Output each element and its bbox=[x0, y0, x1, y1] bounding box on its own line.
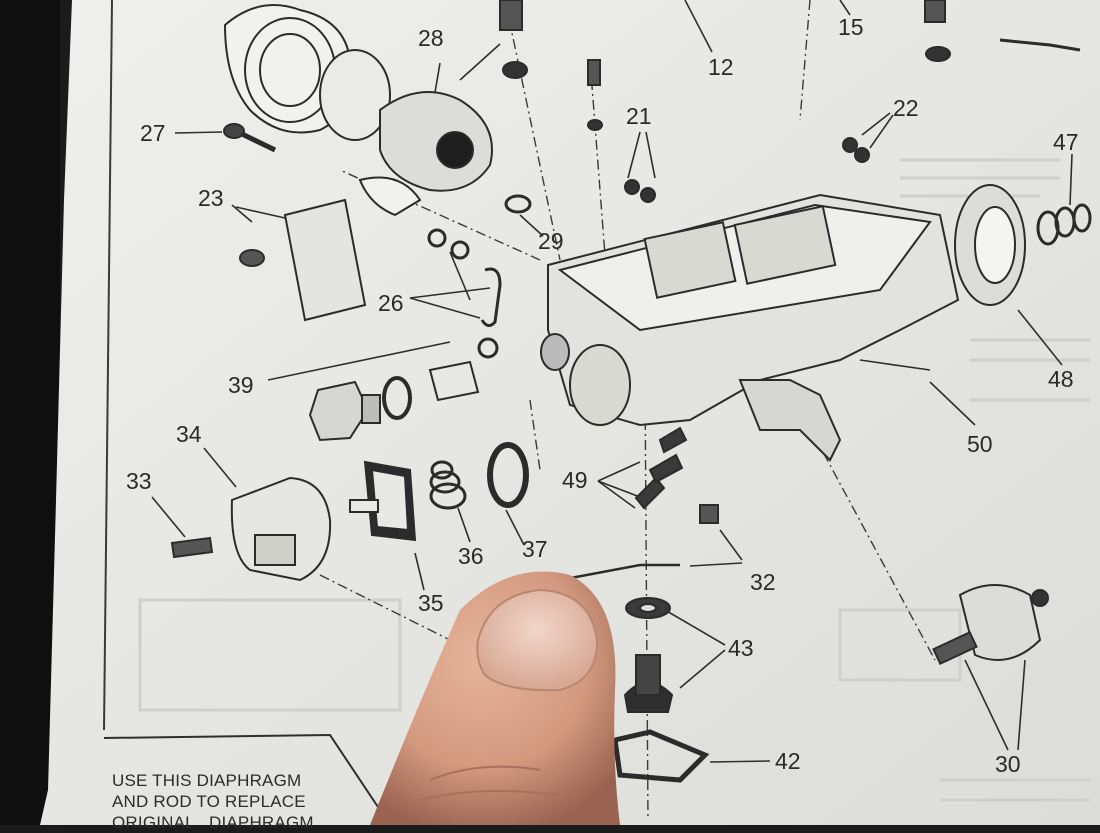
callout-22: 22 bbox=[893, 95, 919, 121]
gasket-plate-part bbox=[283, 198, 367, 322]
callout-39: 39 bbox=[228, 372, 254, 398]
fitting-39-part bbox=[308, 360, 480, 442]
callout-42: 42 bbox=[775, 748, 801, 774]
callout-48: 48 bbox=[1048, 366, 1074, 392]
callout-37: 37 bbox=[522, 536, 548, 562]
note-line: ORIGINAL DIAPHRAGM bbox=[112, 813, 314, 832]
device-edge bbox=[0, 0, 60, 825]
callout-29: 29 bbox=[538, 228, 564, 254]
callout-23: 23 bbox=[198, 185, 224, 211]
leader-lines bbox=[151, 0, 1073, 763]
callout-28: 28 bbox=[418, 25, 444, 51]
note-box-outline bbox=[103, 733, 391, 825]
pointing-finger bbox=[370, 571, 620, 825]
callout-33: 33 bbox=[126, 468, 152, 494]
callout-30: 30 bbox=[995, 751, 1021, 777]
ring-37-part bbox=[487, 442, 529, 508]
pump-30-part bbox=[932, 584, 1049, 666]
callout-12: 12 bbox=[708, 54, 734, 80]
block-32-part bbox=[699, 504, 719, 524]
clip-26-part bbox=[427, 228, 447, 248]
pump-cover-34-part bbox=[230, 476, 332, 582]
needle-49-part bbox=[634, 426, 688, 510]
rod-32-part bbox=[559, 563, 680, 582]
callout-50: 50 bbox=[967, 431, 993, 457]
rod-26-part bbox=[480, 267, 502, 327]
note-line: USE THIS DIAPHRAGM bbox=[112, 771, 302, 790]
callout-26: 26 bbox=[378, 290, 404, 316]
note-box-text: USE THIS DIAPHRAGM AND ROD TO REPLACE OR… bbox=[112, 770, 342, 833]
screw-23-part bbox=[239, 249, 265, 267]
gasket-42-part bbox=[612, 729, 710, 783]
spring-36-part bbox=[429, 460, 467, 510]
valve-43-part bbox=[623, 597, 674, 713]
screw-27-part bbox=[223, 123, 277, 153]
part-drawings bbox=[170, 0, 1092, 783]
clip-29-part bbox=[504, 194, 532, 214]
callout-49: 49 bbox=[562, 467, 588, 493]
callout-27: 27 bbox=[140, 120, 166, 146]
callout-43: 43 bbox=[728, 635, 754, 661]
choke-housing-part bbox=[223, 4, 493, 217]
diaphragm-35-part bbox=[349, 460, 417, 542]
carburetor-body-50-part bbox=[540, 193, 960, 427]
callout-35: 35 bbox=[418, 590, 444, 616]
callout-47: 47 bbox=[1053, 129, 1079, 155]
screw-33-part bbox=[170, 536, 214, 559]
spring-47-part bbox=[1036, 203, 1092, 246]
linkage-part bbox=[738, 379, 842, 462]
callout-15: 15 bbox=[838, 14, 864, 40]
page-margin-line bbox=[103, 0, 113, 731]
callout-21: 21 bbox=[626, 103, 652, 129]
callout-32: 32 bbox=[750, 569, 776, 595]
note-line: AND ROD TO REPLACE bbox=[112, 792, 306, 811]
screw-top-part bbox=[499, 0, 523, 31]
callout-36: 36 bbox=[458, 543, 484, 569]
callout-34: 34 bbox=[176, 421, 202, 447]
diaphragm-48-part bbox=[954, 184, 1026, 306]
